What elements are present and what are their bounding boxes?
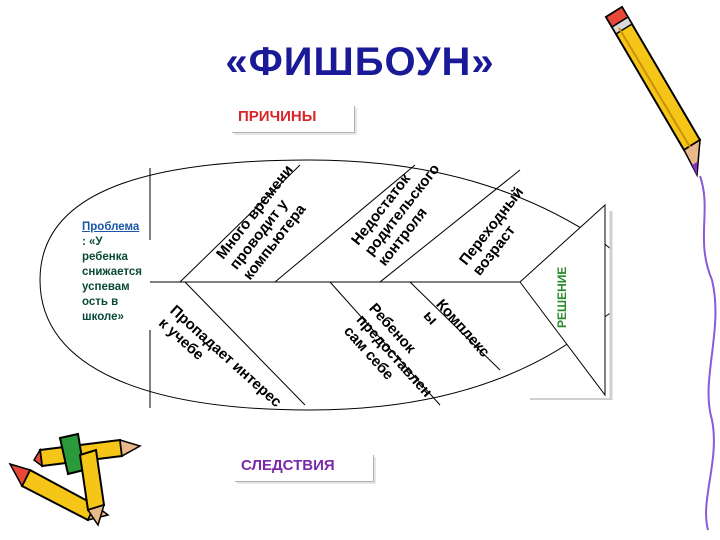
pencil-icon bbox=[604, 5, 702, 178]
problem-line: снижается bbox=[82, 266, 142, 278]
scribble-line bbox=[699, 175, 717, 531]
lower-bone-2 bbox=[329, 281, 441, 406]
crayons-icon bbox=[8, 432, 142, 527]
problem-line: ребенка bbox=[82, 251, 128, 263]
problem-head: Проблема bbox=[82, 221, 140, 233]
upper-bone-3 bbox=[379, 169, 521, 283]
lower-bone-1 bbox=[184, 281, 306, 406]
problem-statement: Проблема : «У ребенка снижается успевам … bbox=[82, 220, 174, 325]
problem-line: ость в bbox=[82, 296, 119, 308]
effects-label: СЛЕДСТВИЯ bbox=[235, 455, 374, 482]
solution-label: РЕШЕНИЕ bbox=[555, 266, 569, 328]
causes-label: ПРИЧИНЫ bbox=[232, 106, 355, 133]
page-title: «ФИШБОУН» bbox=[225, 40, 495, 84]
problem-line: : «У bbox=[82, 236, 103, 248]
fish-body-outline bbox=[39, 159, 613, 411]
lower-bone-3 bbox=[409, 281, 501, 371]
fish-tail bbox=[519, 203, 606, 397]
problem-line: успевам bbox=[82, 281, 130, 293]
problem-line: школе» bbox=[82, 311, 124, 323]
upper-bone-2 bbox=[274, 164, 416, 283]
upper-bone-1 bbox=[179, 164, 301, 283]
